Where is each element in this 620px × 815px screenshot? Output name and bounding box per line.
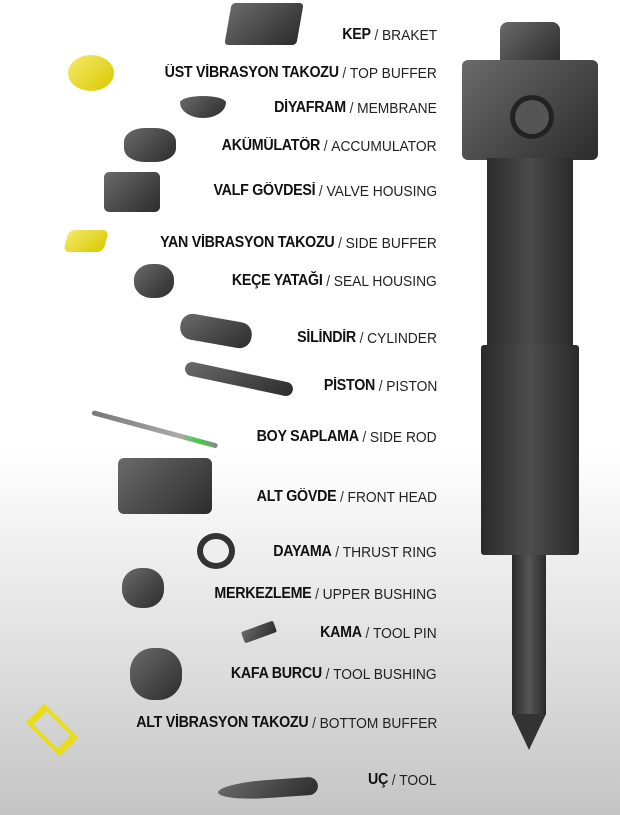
separator: / [326, 272, 331, 290]
part-name-tr: KEÇE YATAĞI [232, 272, 323, 289]
part-label: MERKEZLEME/UPPER BUSHING [214, 582, 437, 606]
part-name-en: TOOL [399, 771, 437, 789]
bottom-buffer-image [25, 703, 79, 757]
upper-bushing-image [122, 568, 164, 608]
part-name-en: SEAL HOUSING [333, 272, 437, 290]
part-label: KEÇE YATAĞI/SEAL HOUSING [232, 269, 437, 293]
part-name-tr: ÜST VİBRASYON TAKOZU [164, 64, 339, 81]
separator: / [342, 64, 347, 82]
side-rod-image [91, 410, 219, 449]
part-name-tr: BOY SAPLAMA [257, 428, 360, 445]
separator: / [325, 665, 330, 683]
part-name-tr: ALT VİBRASYON TAKOZU [135, 714, 308, 731]
piston-image [183, 360, 295, 398]
part-name-en: BRAKET [381, 26, 437, 44]
part-name-en: SIDE ROD [370, 428, 437, 446]
part-name-en: TOP BUFFER [350, 64, 437, 82]
separator: / [338, 234, 343, 252]
part-label: KAMA/TOOL PIN [320, 621, 437, 645]
part-name-en: THRUST RING [342, 543, 437, 561]
part-name-en: SIDE BUFFER [345, 234, 437, 252]
part-label: DİYAFRAM/MEMBRANE [274, 96, 437, 120]
accumulator-image [124, 128, 176, 162]
part-name-en: UPPER BUSHING [322, 585, 437, 603]
separator: / [362, 428, 367, 446]
part-label: AKÜMÜLATÖR/ACCUMULATOR [222, 134, 437, 158]
part-label: YAN VİBRASYON TAKOZU/SIDE BUFFER [160, 231, 437, 255]
part-label: BOY SAPLAMA/SIDE ROD [257, 425, 437, 449]
part-name-en: BOTTOM BUFFER [319, 714, 437, 732]
part-name-tr: PİSTON [323, 377, 375, 394]
tool-image [217, 776, 319, 802]
separator: / [365, 624, 370, 642]
separator: / [315, 585, 320, 603]
part-name-tr: YAN VİBRASYON TAKOZU [160, 234, 335, 251]
separator: / [359, 329, 364, 347]
seal-housing-image [134, 264, 174, 298]
part-label: ALT GÖVDE/FRONT HEAD [257, 485, 437, 509]
separator: / [311, 714, 316, 732]
cylinder-image [178, 311, 254, 351]
thrust-ring-image [197, 533, 235, 569]
separator: / [349, 99, 354, 117]
part-name-tr: KAMA [320, 624, 363, 641]
part-name-en: VALVE HOUSING [326, 182, 437, 200]
part-label: SİLİNDİR/CYLINDER [297, 326, 437, 350]
part-name-tr: UÇ [368, 771, 389, 788]
separator: / [340, 488, 344, 506]
part-label: KEP/BRAKET [342, 23, 437, 47]
part-label: PİSTON/PISTON [323, 374, 437, 398]
separator: / [318, 182, 323, 200]
tool-bushing-image [130, 648, 182, 700]
part-name-en: TOOL BUSHING [333, 665, 437, 683]
membrane-image [180, 96, 226, 118]
part-name-en: MEMBRANE [357, 99, 437, 117]
separator: / [392, 771, 396, 789]
part-name-tr: KEP [342, 26, 371, 43]
tool-pin-image [240, 620, 278, 644]
part-label: ALT VİBRASYON TAKOZU/BOTTOM BUFFER [136, 711, 437, 735]
part-name-en: TOOL PIN [373, 624, 437, 642]
part-name-en: PISTON [385, 377, 437, 395]
separator: / [335, 543, 340, 561]
part-name-tr: VALF GÖVDESİ [213, 182, 316, 199]
part-name-tr: ALT GÖVDE [256, 488, 337, 505]
part-name-tr: KAFA BURCU [231, 665, 323, 682]
valve-housing-image [104, 172, 160, 212]
part-label: UÇ/TOOL [368, 768, 437, 792]
part-name-tr: DAYAMA [273, 543, 332, 560]
part-name-tr: DİYAFRAM [274, 99, 347, 116]
top-buffer-image [68, 55, 114, 91]
part-label: KAFA BURCU/TOOL BUSHING [231, 662, 437, 686]
part-label: ÜST VİBRASYON TAKOZU/TOP BUFFER [165, 61, 437, 85]
part-name-en: ACCUMULATOR [331, 137, 437, 155]
part-label: DAYAMA/THRUST RING [273, 540, 437, 564]
separator: / [324, 137, 329, 155]
separator: / [374, 26, 379, 44]
part-name-tr: SİLİNDİR [297, 329, 357, 346]
front-head-image [118, 458, 212, 514]
side-buffer-image [63, 230, 109, 252]
part-name-en: CYLINDER [367, 329, 437, 347]
part-label: VALF GÖVDESİ/VALVE HOUSING [213, 179, 437, 203]
part-name-en: FRONT HEAD [347, 488, 437, 506]
bracket-image [224, 3, 304, 45]
part-name-tr: AKÜMÜLATÖR [222, 137, 321, 154]
part-name-tr: MERKEZLEME [214, 585, 312, 602]
separator: / [378, 377, 383, 395]
